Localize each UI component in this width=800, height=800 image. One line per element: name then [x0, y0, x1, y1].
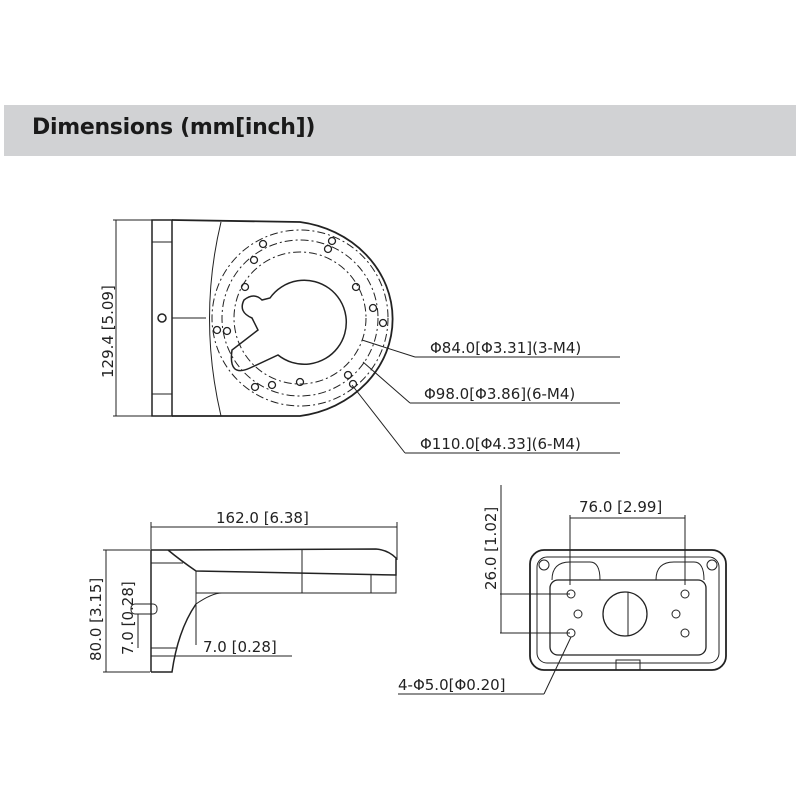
callout-110: Φ110.0[Φ4.33](6-M4) — [420, 435, 581, 453]
pin-height-label: 7.0 [0.28] — [119, 581, 137, 655]
hole-vertical-label: 26.0 [1.02] — [482, 507, 500, 590]
height-dimension-label: 129.4 [5.09] — [99, 285, 117, 378]
section-title: Dimensions (mm[inch]) — [32, 115, 316, 140]
length-dimension-label: 162.0 [6.38] — [216, 509, 309, 527]
side-height-label: 80.0 [3.15] — [87, 578, 105, 661]
top-view — [113, 219, 620, 454]
hole-spacing-label: 76.0 [2.99] — [579, 498, 662, 516]
front-view — [398, 485, 727, 695]
callout-98: Φ98.0[Φ3.86](6-M4) — [424, 385, 575, 403]
holes-spec-label: 4-Φ5.0[Φ0.20] — [398, 676, 506, 694]
side-view — [103, 522, 398, 673]
section-header: Dimensions (mm[inch]) — [4, 105, 796, 156]
callout-84: Φ84.0[Φ3.31](3-M4) — [430, 339, 581, 357]
pin-offset-label: 7.0 [0.28] — [203, 638, 277, 656]
